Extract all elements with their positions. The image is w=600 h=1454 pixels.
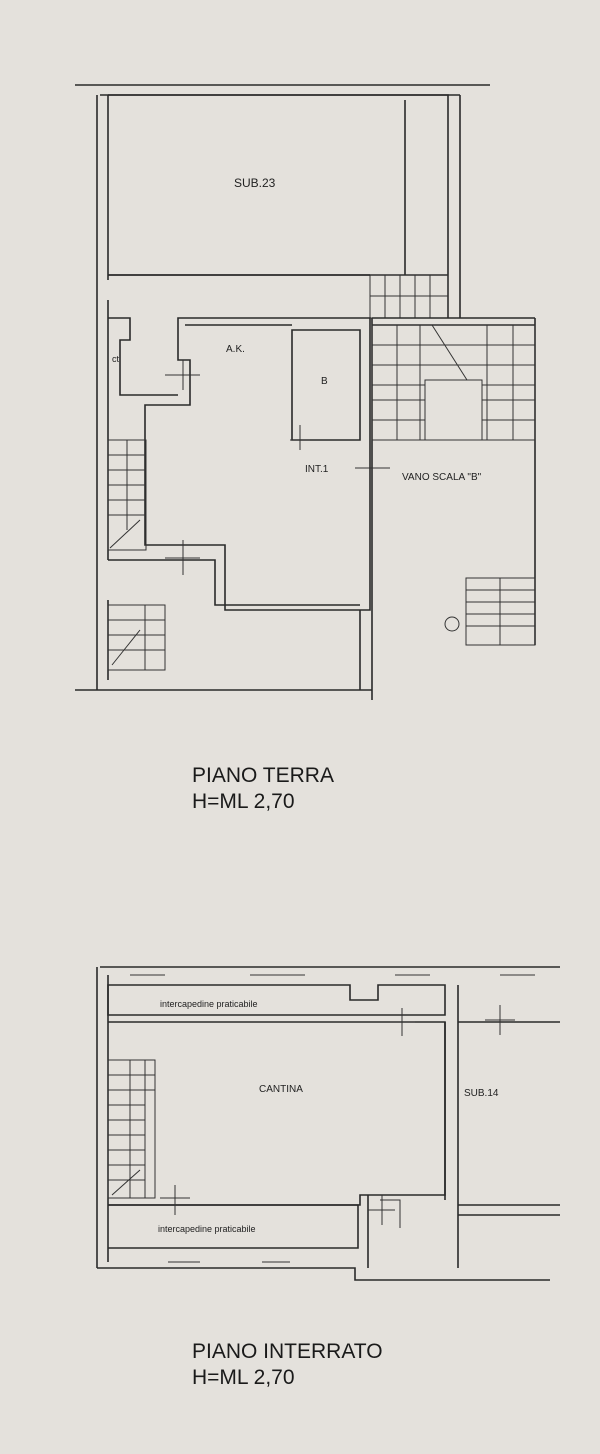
basement-title: PIANO INTERRATO xyxy=(192,1340,383,1363)
stair-basement xyxy=(107,1059,156,1199)
stair-left xyxy=(107,439,166,671)
circle-symbol xyxy=(444,616,460,632)
basement-height: H=ML 2,70 xyxy=(192,1366,295,1389)
label-b: B xyxy=(321,376,328,387)
label-sub23: SUB.23 xyxy=(234,176,276,190)
ground-floor-title: PIANO TERRA xyxy=(192,764,334,787)
label-ak: A.K. xyxy=(226,344,245,355)
label-cantina: CANTINA xyxy=(259,1084,303,1095)
label-intercapedine-bottom: intercapedine praticabile xyxy=(158,1224,256,1234)
label-sub14: SUB.14 xyxy=(464,1088,499,1099)
label-int1: INT.1 xyxy=(305,464,329,475)
basement-plan: intercapedine praticabile CANTINA SUB.14… xyxy=(96,966,560,1389)
label-ct: ct xyxy=(112,354,120,364)
ground-floor-plan: SUB.23 A.K. B INT.1 VANO SCALA "B" ct PI… xyxy=(75,84,536,813)
stair-vano-scala xyxy=(371,324,536,441)
label-intercapedine-top: intercapedine praticabile xyxy=(160,999,258,1009)
label-vano-scala: VANO SCALA "B" xyxy=(402,472,482,483)
ground-floor-height: H=ML 2,70 xyxy=(192,790,295,813)
stair-bottom-right xyxy=(465,577,536,646)
